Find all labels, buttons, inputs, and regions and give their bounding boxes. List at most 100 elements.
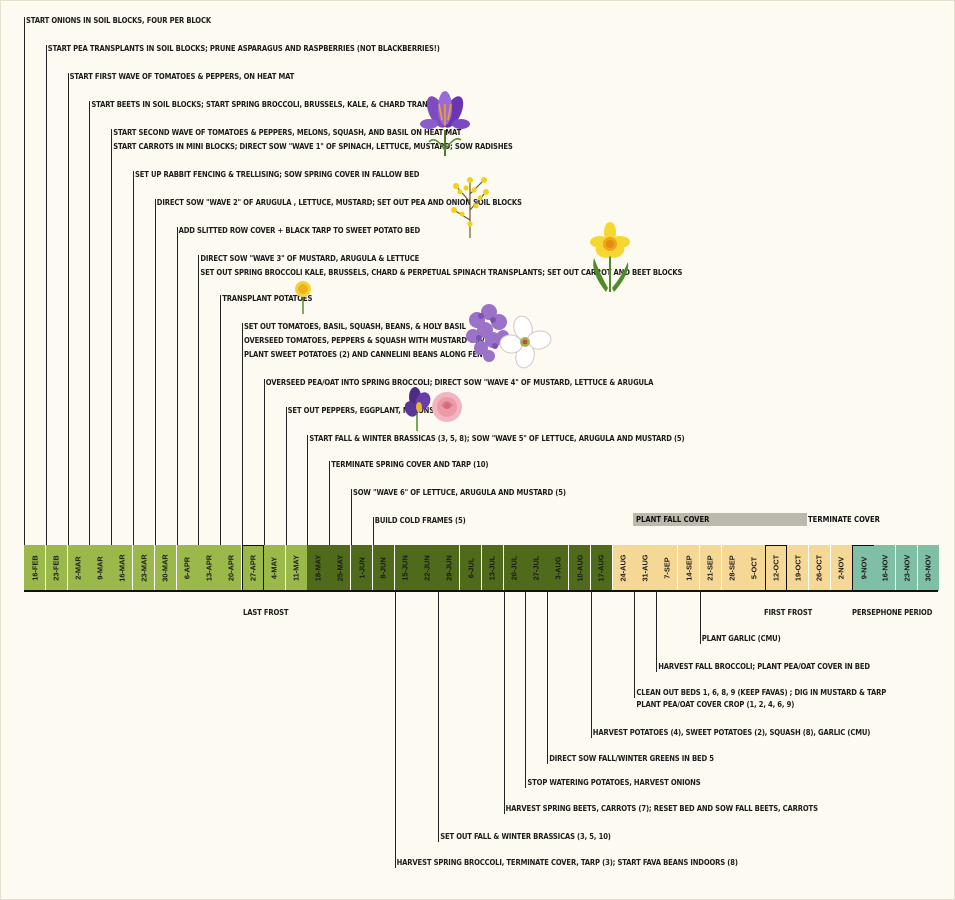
task-connector xyxy=(329,461,331,545)
date-label: 16-FEB xyxy=(30,555,40,581)
date-cell: 22-JUN xyxy=(416,545,439,591)
task-label: BUILD COLD FRAMES (5) xyxy=(374,516,466,525)
date-cell: 23-NOV xyxy=(896,545,919,591)
terminate-cover-band: TERMINATE COVER xyxy=(808,513,888,526)
date-label: 18-MAY xyxy=(313,554,323,582)
date-cell: 21-SEP xyxy=(699,545,723,591)
crocus-flower xyxy=(420,91,470,156)
date-cell: 2-MAR xyxy=(67,545,90,591)
date-cell: 13-JUL xyxy=(481,545,505,591)
date-label: 12-OCT xyxy=(771,554,781,582)
date-label: 16-MAR xyxy=(117,554,127,582)
task-connector xyxy=(656,591,658,672)
date-label: 24-AUG xyxy=(618,554,628,582)
date-label: 11-MAY xyxy=(291,554,301,582)
date-cell: 10-AUG xyxy=(569,545,592,591)
date-cell: 20-JUL xyxy=(503,545,526,591)
date-label: 21-SEP xyxy=(705,555,715,581)
task-connector xyxy=(590,591,592,738)
task-connector xyxy=(154,199,156,545)
task-label: TERMINATE SPRING COVER AND TARP (10) xyxy=(331,460,489,469)
task-connector xyxy=(67,73,69,545)
task-label: START SECOND WAVE OF TOMATOES & PEPPERS,… xyxy=(113,128,462,137)
date-label: 27-APR xyxy=(248,554,258,582)
date-label: 2-NOV xyxy=(836,556,846,580)
task-label: ADD SLITTED ROW COVER + BLACK TARP TO SW… xyxy=(178,226,421,235)
date-cell: 31-AUG xyxy=(634,545,657,591)
task-connector xyxy=(176,227,178,545)
date-cell: 24-AUG xyxy=(612,545,635,591)
date-label: 25-MAY xyxy=(335,554,345,582)
task-label: SOW "WAVE 6" OF LETTUCE, ARUGULA AND MUS… xyxy=(353,488,566,497)
date-cell: 7-SEP xyxy=(656,545,679,591)
date-label: 5-OCT xyxy=(749,556,759,580)
date-label: 9-NOV xyxy=(859,556,869,580)
date-cell: 23-FEB xyxy=(45,545,69,591)
task-connector xyxy=(503,591,505,814)
task-label: START CARROTS IN MINI BLOCKS; DIRECT SOW… xyxy=(113,142,513,151)
date-label: 23-NOV xyxy=(902,554,912,582)
plant-fall-cover-band: PLANT FALL COVER xyxy=(633,513,807,526)
date-cell: 14-SEP xyxy=(678,545,701,591)
task-label: START FALL & WINTER BRASSICAS (3, 5, 8);… xyxy=(309,434,685,443)
date-cell: 8-JUN xyxy=(372,545,396,591)
date-cell: 1-JUN xyxy=(351,545,374,591)
task-label: HARVEST SPRING BEETS, CARROTS (7); RESET… xyxy=(505,804,818,813)
date-label: 13-APR xyxy=(204,554,214,582)
date-cell: 25-MAY xyxy=(329,545,352,591)
date-label: 6-APR xyxy=(182,556,192,580)
task-connector xyxy=(285,407,287,545)
date-label: 30-NOV xyxy=(923,554,933,582)
task-connector xyxy=(45,45,47,545)
persephone-period-label: PERSEPHONE PERIOD xyxy=(852,608,933,617)
date-cell: 15-JUN xyxy=(394,545,417,591)
task-connector xyxy=(525,591,527,788)
task-connector xyxy=(307,435,309,545)
task-label: START BEETS IN SOIL BLOCKS; START SPRING… xyxy=(91,100,462,109)
task-label: STOP WATERING POTATOES, HARVEST ONIONS xyxy=(527,778,701,787)
task-connector xyxy=(634,591,636,698)
date-cell: 28-SEP xyxy=(721,545,744,591)
task-connector xyxy=(133,171,134,545)
terminate-cover-label: TERMINATE COVER xyxy=(808,515,880,524)
task-connector xyxy=(220,295,222,545)
iris-rose-flowers xyxy=(405,387,462,431)
date-label: 20-APR xyxy=(226,554,236,582)
task-connector xyxy=(24,17,25,545)
date-cell: 6-JUL xyxy=(460,545,483,591)
date-label: 28-SEP xyxy=(727,555,737,581)
date-label: 1-JUN xyxy=(357,557,367,579)
date-cell: 9-NOV xyxy=(852,545,875,591)
date-cell: 20-APR xyxy=(220,545,243,591)
task-label: SET UP RABBIT FENCING & TRELLISING; SOW … xyxy=(135,170,420,179)
task-label: PLANT SWEET POTATOES (2) AND CANNELINI B… xyxy=(244,350,492,359)
date-cell: 17-AUG xyxy=(590,545,614,591)
task-connector xyxy=(263,379,265,545)
task-connector xyxy=(699,591,701,644)
date-cell: 5-OCT xyxy=(743,545,766,591)
date-cell: 27-APR xyxy=(242,545,265,591)
dandelion-flower xyxy=(295,281,311,314)
task-connector xyxy=(242,323,243,545)
task-label: PLANT GARLIC (CMU) xyxy=(701,634,781,643)
date-cell: 12-OCT xyxy=(765,545,788,591)
task-label: DIRECT SOW "WAVE 3" OF MUSTARD, ARUGULA … xyxy=(200,254,420,263)
date-label: 20-JUL xyxy=(509,555,519,581)
task-label: SET OUT FALL & WINTER BRASSICAS (3, 5, 1… xyxy=(440,832,611,841)
task-label: CLEAN OUT BEDS 1, 6, 8, 9 (KEEP FAVAS) ;… xyxy=(636,688,887,697)
date-cell: 27-JUL xyxy=(525,545,548,591)
task-connector xyxy=(438,591,440,842)
task-connector xyxy=(372,517,374,545)
date-cell: 9-MAR xyxy=(89,545,112,591)
date-cell: 26-OCT xyxy=(808,545,832,591)
date-cell: 18-MAY xyxy=(307,545,330,591)
date-label: 19-OCT xyxy=(793,554,803,582)
date-label: 14-SEP xyxy=(684,555,694,581)
date-cell: 30-NOV xyxy=(917,545,941,591)
date-label: 6-JUL xyxy=(466,557,476,579)
forsythia-flower xyxy=(451,177,489,238)
task-label: PLANT PEA/OAT COVER CROP (1, 2, 4, 6, 9) xyxy=(636,700,795,709)
last-frost-label: LAST FROST xyxy=(243,608,289,617)
task-label: SET OUT SPRING BROCCOLI KALE, BRUSSELS, … xyxy=(200,268,683,277)
